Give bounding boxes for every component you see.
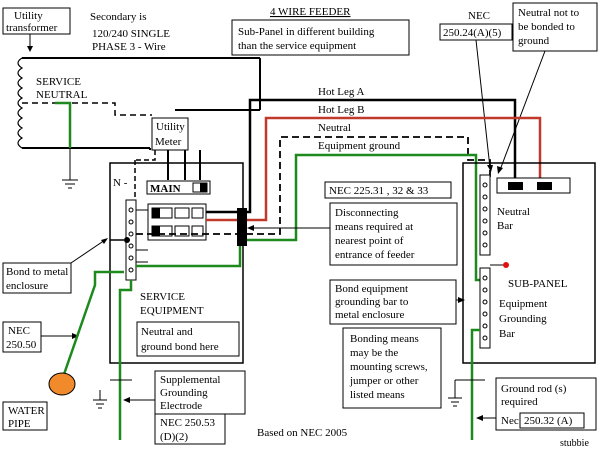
n-label: N - <box>113 177 128 189</box>
bonding-means-line5: listed means <box>350 389 405 401</box>
nec-250-32-box <box>519 412 585 429</box>
disconnecting-line2: means required at <box>335 221 413 233</box>
transformer-ground-icon <box>62 179 78 189</box>
utility-meter-box <box>151 117 189 151</box>
secondary-line1: Secondary is <box>90 11 147 23</box>
conduit-bushing <box>237 208 247 246</box>
sub-panel-breaker <box>496 177 571 194</box>
water-pipe-line1: WATER <box>8 405 45 417</box>
bond-eg-line1: Bond equipment <box>335 283 408 295</box>
bonding-means-box <box>342 327 442 409</box>
sub-panel-enclosure <box>462 162 596 364</box>
water-pipe-box <box>2 401 48 431</box>
hot-leg-a-label: Hot Leg A <box>318 86 364 98</box>
nec-250-24-line2: 250.24(A)(5) <box>443 27 502 39</box>
service-equipment-enclosure <box>109 162 244 364</box>
bonding-means-line3: mounting screws, <box>350 361 428 373</box>
service-neutral-line2: NEUTRAL <box>36 89 88 101</box>
sub-ground-bar <box>479 267 491 349</box>
disconnecting-line4: entrance of feeder <box>335 249 415 261</box>
neutral-not-bonded-line1: Neutral not to <box>518 7 580 19</box>
supplemental-line1: Supplemental <box>160 374 221 386</box>
bonding-means-line2: may be the <box>350 347 398 359</box>
neutral-not-bonded-line3: ground <box>518 35 550 47</box>
egb-line1: Equipment <box>499 298 547 310</box>
neutral-not-bonded-line2: be bonded to <box>518 21 575 33</box>
egb-line3: Bar <box>499 328 515 340</box>
service-neutral-line1: SERVICE <box>36 76 81 88</box>
service-ground-wire <box>118 280 133 440</box>
neutral-ground-bond-box <box>136 321 240 357</box>
water-pipe-line2: PIPE <box>8 418 31 430</box>
hot-leg-b-label: Hot Leg B <box>318 104 364 116</box>
subpanel-note-line2: than the service equipment <box>238 40 356 52</box>
subpanel-note-line1: Sub-Panel in different building <box>238 26 375 38</box>
main-label: MAIN <box>150 183 181 195</box>
service-neutral-line <box>22 102 152 116</box>
bond-eg-line2: grounding bar to <box>335 296 409 308</box>
utility-meter-line2: Meter <box>155 136 182 148</box>
neutral-not-bonded-box <box>512 2 598 52</box>
equipment-ground-label: Equipment ground <box>318 140 401 152</box>
bond-to-metal-line1: Bond to metal <box>6 266 68 278</box>
nec-250-50-line1: NEC <box>8 325 30 337</box>
disconnecting-box <box>329 202 458 266</box>
diagram-title: 4 WIRE FEEDER <box>270 6 351 18</box>
neutral-ground-bond-line2: ground bond here <box>141 341 219 353</box>
supplemental-line3: Electrode <box>160 400 202 412</box>
nec-250-53-line1: NEC 250.53 <box>160 417 216 429</box>
ground-rod-line2: required <box>501 396 538 408</box>
breaker-panel <box>147 203 207 241</box>
service-equipment-line2: EQUIPMENT <box>140 305 204 317</box>
sub-ground-icon <box>448 379 485 407</box>
equipment-ground-wire <box>136 153 487 282</box>
neutral-bar-line1: Neutral <box>497 206 530 218</box>
nec-250-50-box <box>2 321 42 353</box>
sub-ground-rod-wire <box>470 328 480 440</box>
utility-meter-line1: Utility <box>156 121 185 133</box>
utility-transformer-line1: Utility <box>14 10 43 22</box>
bond-equipment-grounding-box <box>329 279 457 325</box>
disconnecting-line3: nearest point of <box>335 235 404 247</box>
subpanel-note-box <box>231 19 410 56</box>
signature: stubbie <box>560 438 589 449</box>
bonding-means-line4: jumper or other <box>349 375 419 387</box>
nec-250-24-line1: NEC <box>468 10 490 22</box>
water-pipe-ground-wire <box>60 270 124 381</box>
disconnecting-line1: Disconnecting <box>335 207 399 219</box>
secondary-line3: PHASE 3 - Wire <box>92 41 166 53</box>
ground-bond-dot <box>503 262 509 268</box>
secondary-line2: 120/240 SINGLE <box>92 28 170 40</box>
nec-225-31-label: NEC 225.31 , 32 & 33 <box>329 185 429 197</box>
nec-225-31-box <box>324 181 452 199</box>
utility-transformer-box <box>2 7 71 35</box>
transformer-coil <box>17 57 260 149</box>
nec-250-53-box <box>154 413 226 445</box>
sub-panel-label: SUB-PANEL <box>508 278 568 290</box>
sub-neutral-bar <box>479 174 491 256</box>
bond-to-metal-box <box>2 262 72 294</box>
service-ground-icon <box>93 379 132 409</box>
nec-250-32-line1: Nec <box>501 415 519 427</box>
based-on-note: Based on NEC 2005 <box>257 427 348 439</box>
transformer-ground-wire <box>55 101 72 148</box>
neutral-ground-bond-line1: Neutral and <box>141 326 193 338</box>
supplemental-line2: Grounding <box>160 387 208 399</box>
ground-rod-line1: Ground rod (s) <box>501 383 567 395</box>
bonding-means-line1: Bonding means <box>350 333 419 345</box>
bond-to-metal-line2: enclosure <box>6 280 48 292</box>
bond-eg-line3: metal enclosure <box>335 309 404 321</box>
water-pipe-clamp <box>48 372 76 396</box>
service-equipment-line1: SERVICE <box>140 291 185 303</box>
nec-250-32-line2: 250.32 (A) <box>524 415 573 427</box>
neutral-wire-label: Neutral <box>318 122 351 134</box>
neutral-bar-line2: Bar <box>497 220 513 232</box>
nec-250-53-line2: (D)(2) <box>160 431 188 443</box>
utility-transformer-line2: transformer <box>6 22 58 34</box>
hot-leg-a-wire <box>206 98 517 214</box>
egb-line2: Grounding <box>499 313 547 325</box>
nec-250-50-line2: 250.50 <box>6 339 37 351</box>
